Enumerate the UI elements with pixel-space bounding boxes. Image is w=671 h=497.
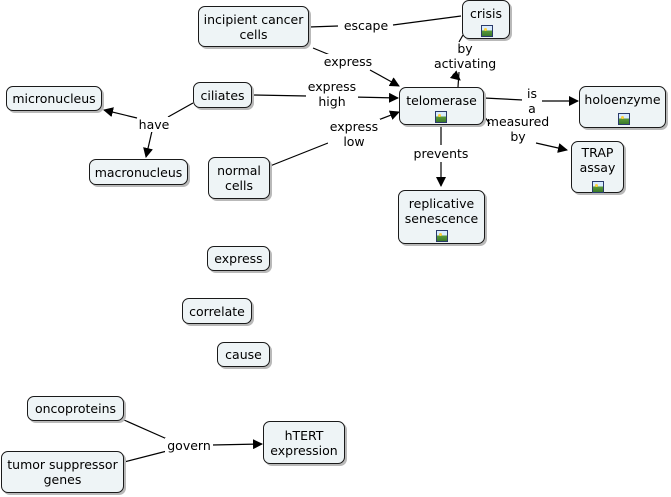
node-label: macronucleus — [94, 164, 183, 180]
node-label: correlate — [189, 303, 245, 319]
node-label: holoenzyme — [584, 92, 661, 107]
node-oncoproteins[interactable]: oncoproteins — [27, 396, 124, 421]
node-telomerase[interactable]: telomerase — [399, 87, 484, 125]
node-label: ciliates — [200, 87, 245, 103]
node-label: replicative senescence — [404, 196, 479, 226]
link-label-measured-by: measured by — [486, 114, 550, 144]
node-label: crisis — [470, 6, 502, 21]
link-line — [308, 25, 339, 28]
link-line — [103, 107, 138, 119]
link-line — [167, 102, 194, 118]
link-line — [312, 47, 331, 56]
link-line — [143, 130, 153, 158]
link-label-express-low: express low — [328, 119, 380, 149]
link-label-prevents: prevents — [411, 146, 471, 161]
node-holoenzyme[interactable]: holoenzyme — [579, 86, 666, 128]
node-micronucleus[interactable]: micronucleus — [6, 86, 102, 111]
link-line — [123, 419, 168, 440]
link-line — [123, 450, 168, 463]
node-tumor-suppressor-genes[interactable]: tumor suppressor genes — [1, 451, 124, 493]
link-line — [251, 94, 308, 97]
image-icon[interactable] — [618, 113, 630, 125]
link-line — [483, 115, 491, 125]
link-label-express: express — [322, 54, 374, 69]
link-label-have: have — [138, 117, 170, 132]
node-trap-assay[interactable]: TRAP assay — [571, 141, 624, 193]
node-label: cause — [225, 347, 262, 362]
node-macronucleus[interactable]: macronucleus — [89, 159, 188, 185]
link-line — [269, 142, 329, 167]
node-label: telomerase — [406, 93, 477, 108]
node-htert-expression[interactable]: hTERT expression — [263, 421, 345, 464]
node-crisis[interactable]: crisis — [462, 0, 510, 39]
node-label: hTERT expression — [270, 427, 338, 458]
node-correlate[interactable]: correlate — [182, 298, 252, 324]
node-label: express — [214, 251, 263, 266]
link-line — [449, 70, 461, 81]
node-normal-cells[interactable]: normal cells — [208, 157, 270, 199]
link-label-is-a: is a — [522, 86, 542, 116]
link-label-express-high: express high — [306, 79, 358, 109]
link-label-escape: escape — [340, 18, 392, 33]
node-label: micronucleus — [12, 91, 96, 106]
link-line — [392, 15, 462, 26]
link-line — [351, 92, 399, 103]
link-line — [483, 97, 524, 101]
link-line — [535, 142, 568, 153]
link-line — [369, 69, 400, 87]
node-label: normal cells — [217, 163, 261, 193]
link-label-by-activating: by activating — [434, 41, 497, 71]
node-label: tumor suppressor genes — [7, 457, 118, 487]
image-icon[interactable] — [592, 181, 604, 193]
node-label: oncoproteins — [34, 401, 117, 416]
image-icon[interactable] — [435, 111, 447, 123]
node-label: incipient cancer cells — [203, 11, 304, 42]
node-label: TRAP assay — [579, 145, 616, 175]
node-replicative-senescence[interactable]: replicative senescence — [398, 190, 485, 244]
node-ciliates[interactable]: ciliates — [193, 82, 252, 108]
image-icon[interactable] — [436, 230, 448, 242]
link-label-govern: govern — [165, 438, 213, 453]
link-line — [458, 34, 464, 43]
node-express[interactable]: express — [207, 246, 270, 271]
image-icon[interactable] — [481, 25, 493, 37]
node-incipient-cancer-cells[interactable]: incipient cancer cells — [198, 6, 309, 47]
node-cause[interactable]: cause — [217, 342, 270, 367]
link-line — [211, 439, 263, 450]
